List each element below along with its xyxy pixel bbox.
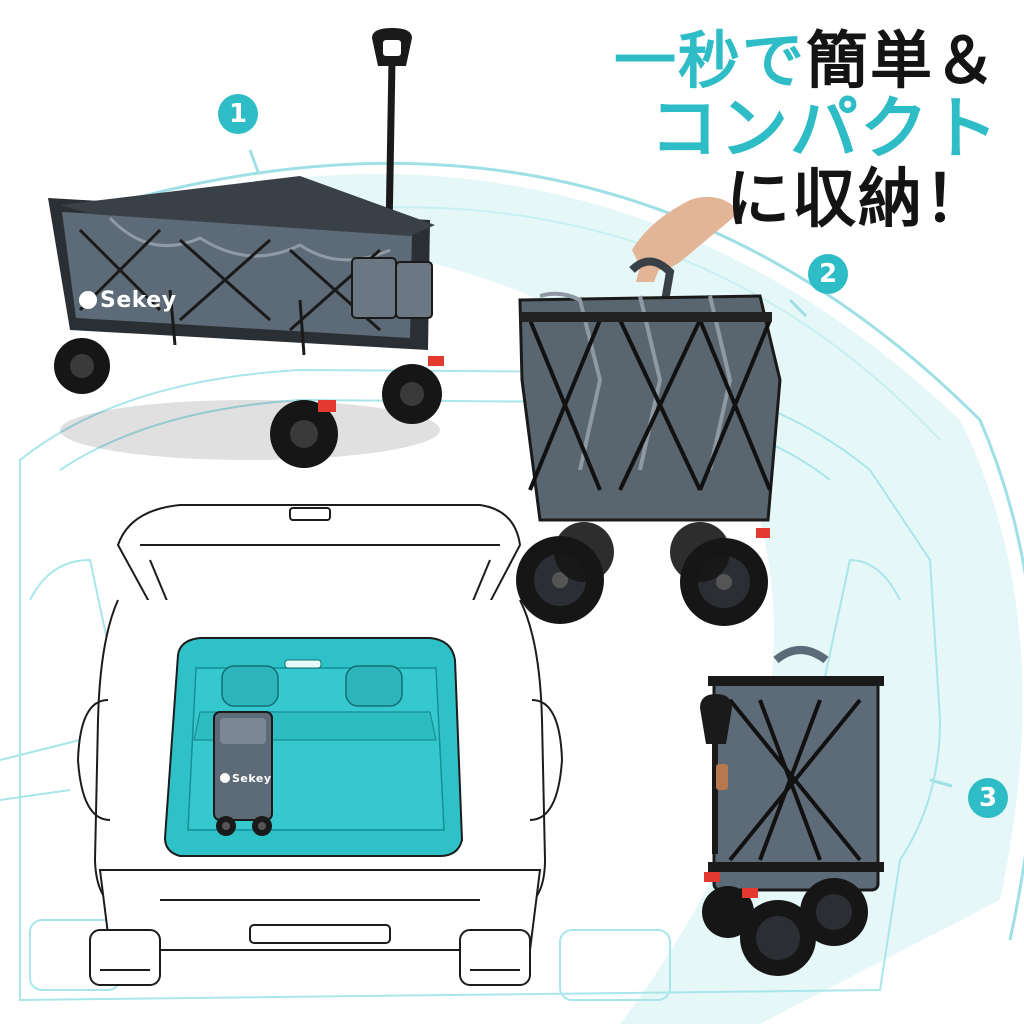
headline-line-1: 一秒で簡単＆ [614, 30, 998, 92]
brand-logo-cart: Sekey [100, 288, 177, 313]
headline-line-3: に収納！ [726, 163, 990, 237]
headline-accent-1: 一秒で [613, 24, 806, 97]
folded-cart-in-trunk [213, 711, 273, 836]
cart-wheels [54, 338, 444, 468]
headline-line-2: コンパクト [649, 90, 1000, 169]
cart-folded [700, 646, 884, 976]
step-badge-2: 2 [808, 254, 848, 294]
step-badge-3: 3 [968, 778, 1008, 818]
cart-expanded [48, 28, 444, 468]
step-badge-1: 1 [218, 94, 258, 134]
headline-dark-1: 簡単＆ [805, 24, 998, 97]
brand-logo-trunk-cart: Sekey [232, 772, 272, 785]
trunk-opening [163, 637, 464, 857]
cart-half-folded [516, 196, 782, 626]
